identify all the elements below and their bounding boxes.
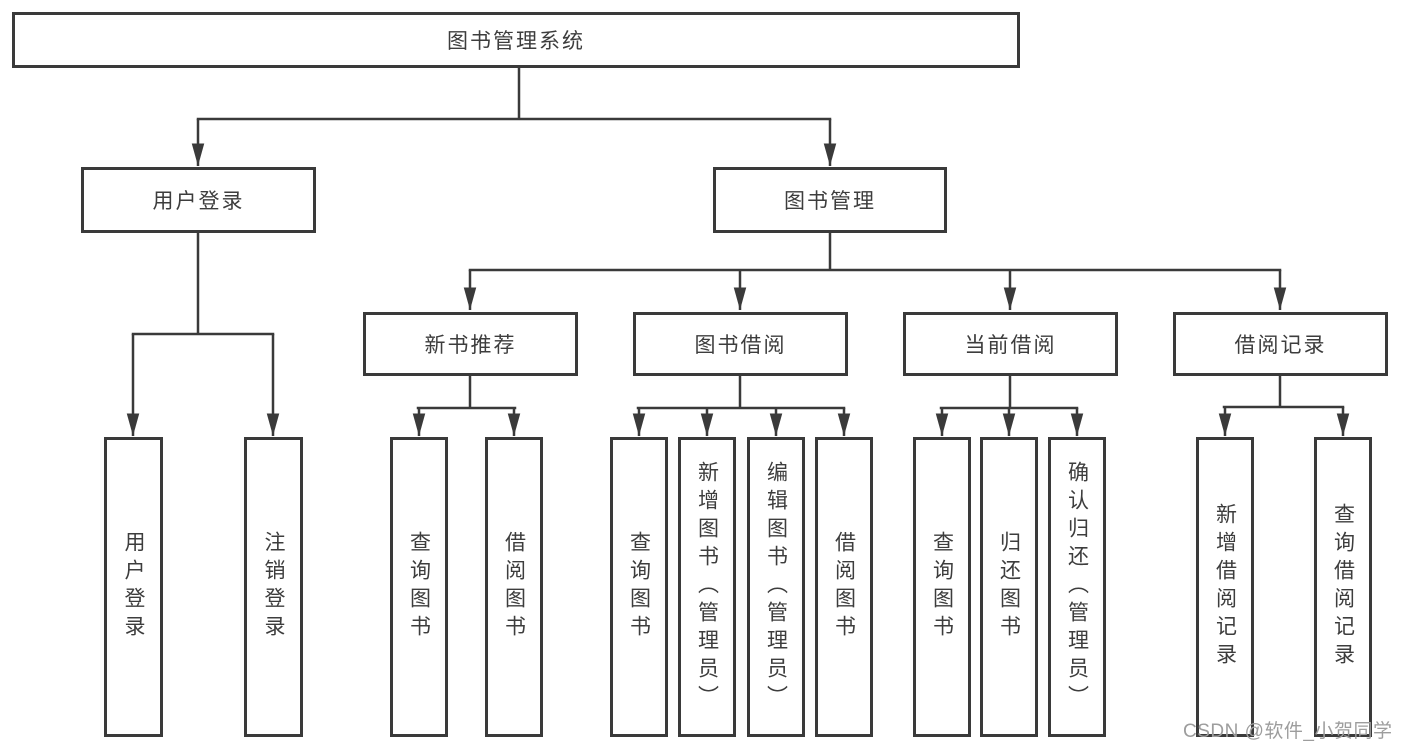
node-label: 图书管理	[784, 190, 876, 213]
leaf-query-borrow-record: 查询借阅记录	[1314, 437, 1372, 737]
node-label: 当前借阅	[964, 334, 1057, 357]
leaf-borrow-book: 借阅图书	[815, 437, 873, 737]
node-user-login: 用户登录	[81, 167, 316, 233]
leaf-label: 查询借阅记录	[1331, 503, 1355, 671]
leaf-label: 查询图书	[407, 531, 431, 643]
node-current-borrow: 当前借阅	[903, 312, 1118, 376]
node-label: 用户登录	[152, 190, 245, 213]
leaf-label: 查询图书	[930, 531, 954, 643]
node-label: 新书推荐	[424, 334, 517, 357]
leaf-edit-book-admin: 编辑图书（管理员）	[747, 437, 805, 737]
leaf-label: 编辑图书（管理员）	[764, 461, 788, 713]
leaf-query-books-recommend: 查询图书	[390, 437, 448, 737]
leaf-label: 借阅图书	[832, 531, 856, 643]
node-label: 图书管理系统	[447, 30, 585, 53]
node-borrow-records: 借阅记录	[1173, 312, 1388, 376]
node-label: 借阅记录	[1234, 334, 1327, 357]
leaf-borrow-books-recommend: 借阅图书	[485, 437, 543, 737]
leaf-confirm-return-admin: 确认归还（管理员）	[1048, 437, 1106, 737]
leaf-label: 新增借阅记录	[1213, 503, 1237, 671]
node-book-management-system: 图书管理系统	[12, 12, 1020, 68]
leaf-query-books-borrow: 查询图书	[610, 437, 668, 737]
node-book-borrow: 图书借阅	[633, 312, 848, 376]
leaf-add-book-admin: 新增图书（管理员）	[678, 437, 736, 737]
leaf-label: 借阅图书	[502, 531, 526, 643]
leaf-label: 注销登录	[262, 531, 286, 643]
leaf-user-login: 用户登录	[104, 437, 163, 737]
leaf-label: 新增图书（管理员）	[695, 461, 719, 713]
leaf-return-book: 归还图书	[980, 437, 1038, 737]
leaf-query-books-current: 查询图书	[913, 437, 971, 737]
leaf-label: 归还图书	[997, 531, 1021, 643]
leaf-add-borrow-record: 新增借阅记录	[1196, 437, 1254, 737]
node-new-book-recommend: 新书推荐	[363, 312, 578, 376]
leaf-label: 确认归还（管理员）	[1065, 461, 1089, 713]
csdn-watermark: CSDN @软件_小贺同学	[1183, 721, 1393, 742]
leaf-label: 用户登录	[122, 531, 146, 643]
leaf-label: 查询图书	[627, 531, 651, 643]
node-book-management: 图书管理	[713, 167, 947, 233]
leaf-logout: 注销登录	[244, 437, 303, 737]
node-label: 图书借阅	[694, 334, 787, 357]
